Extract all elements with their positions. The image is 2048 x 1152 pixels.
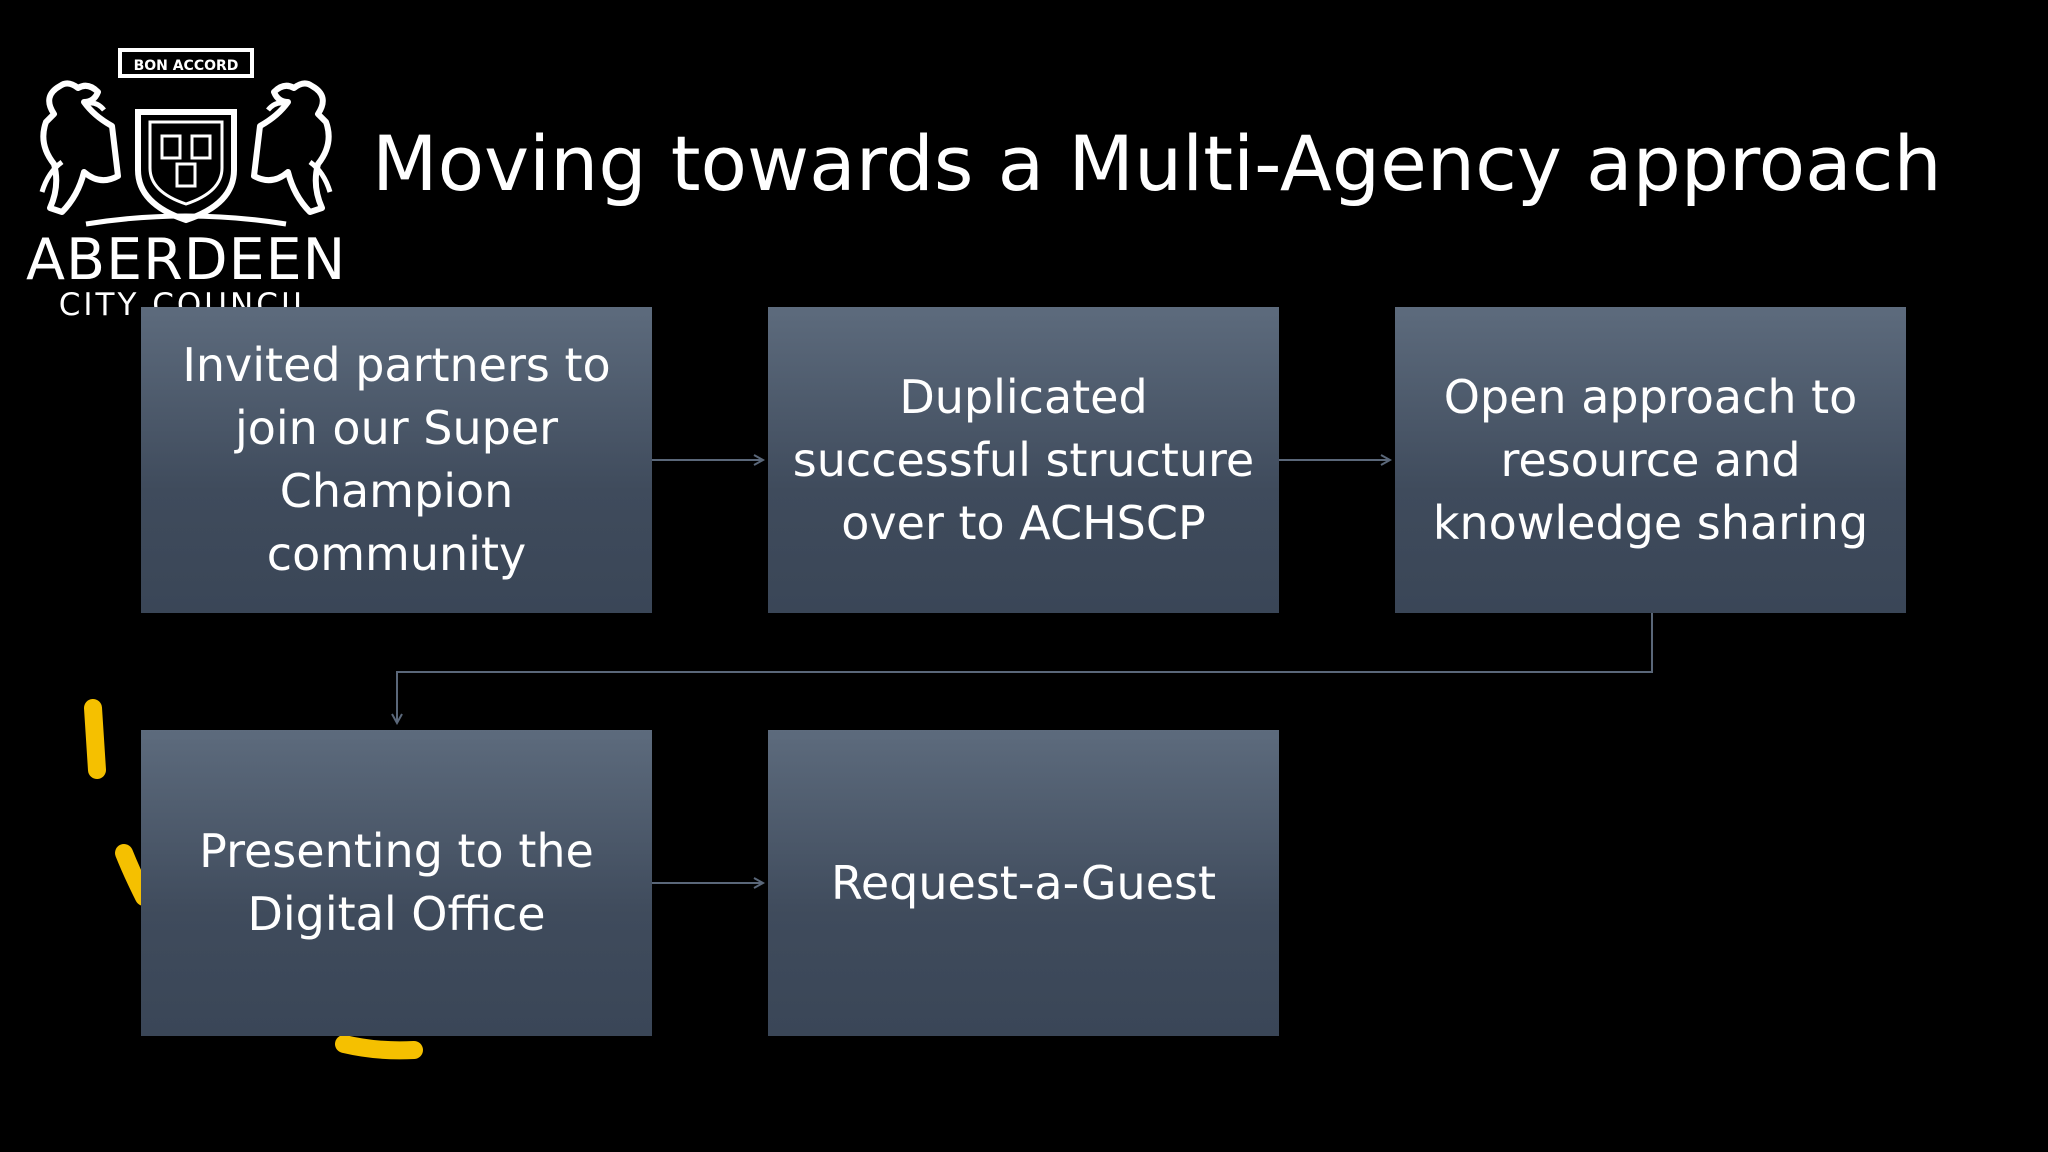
coat-of-arms-icon: BON ACCORD xyxy=(39,48,333,227)
flow-step-2: Duplicated successful structure over to … xyxy=(768,307,1279,613)
flow-step-5-label: Request-a-Guest xyxy=(830,855,1217,910)
flow-step-1: Invited partners to join our Super Champ… xyxy=(141,307,652,613)
arrow-step3-to-step4 xyxy=(397,613,1653,723)
logo-motto: BON ACCORD xyxy=(134,58,239,74)
flow-step-4-label: Presenting to the Digital Office xyxy=(199,824,594,941)
flow-step-5: Request-a-Guest xyxy=(768,730,1279,1036)
logo-name: ABERDEEN xyxy=(26,227,347,293)
flow-step-1-label: Invited partners to join our Super Champ… xyxy=(182,338,611,581)
flow-step-3: Open approach to resource and knowledge … xyxy=(1395,307,1906,613)
slide-title: Moving towards a Multi-Agency approach xyxy=(372,119,1942,208)
flow-step-4: Presenting to the Digital Office xyxy=(141,730,652,1036)
flow-step-2-label: Duplicated successful structure over to … xyxy=(792,369,1255,550)
flow-step-3-label: Open approach to resource and knowledge … xyxy=(1432,369,1869,550)
